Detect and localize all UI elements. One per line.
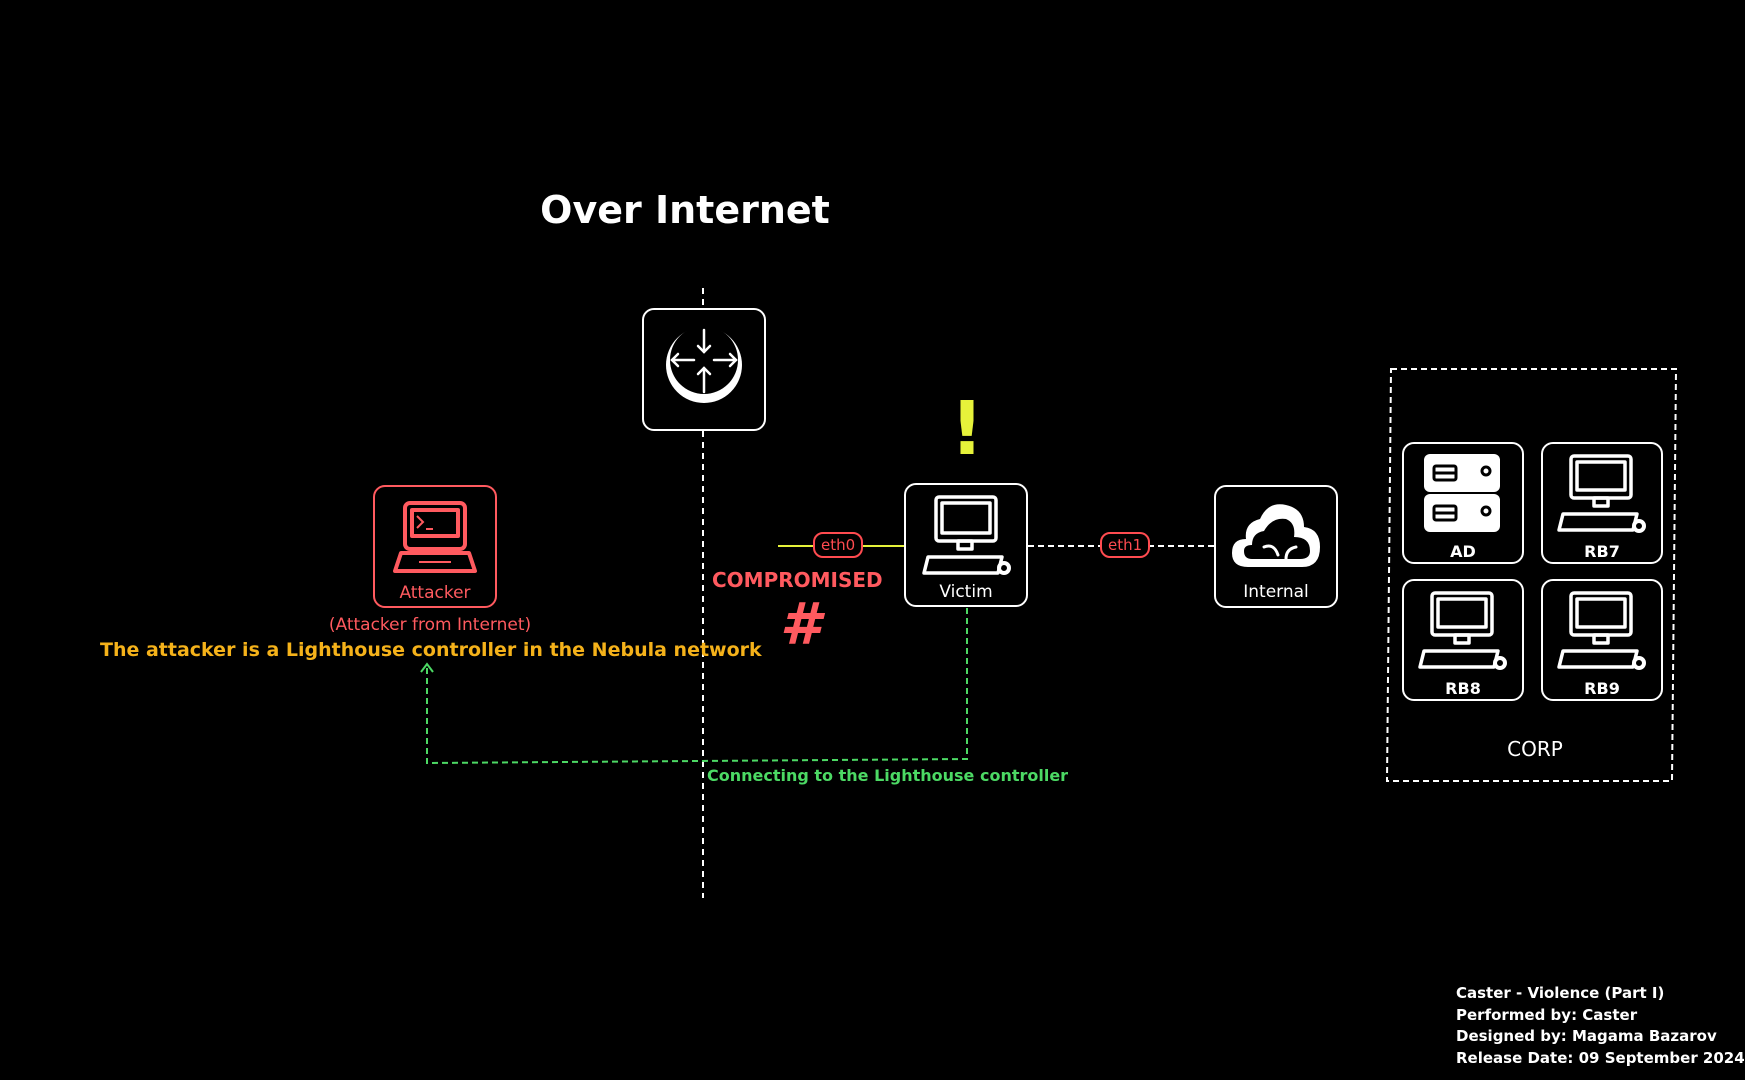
desktop-computer-icon [922, 495, 1011, 575]
diagram-title: Over Internet [540, 188, 830, 232]
corp-host-label: AD [1450, 542, 1476, 561]
lighthouse-connection-path [426, 608, 968, 765]
terminal-laptop-icon [393, 501, 477, 573]
attacker-description: The attacker is a Lighthouse controller … [100, 639, 762, 661]
attacker-label: Attacker [399, 583, 471, 603]
internal-node[interactable]: Internal [1214, 485, 1338, 608]
desktop-computer-icon [1557, 591, 1646, 670]
router-icon [666, 326, 742, 403]
corp-host-label: RB8 [1445, 679, 1481, 698]
corp-host-label: RB7 [1584, 542, 1620, 561]
router-node[interactable] [642, 308, 766, 431]
credits-title: Caster - Violence (Part I) [1456, 984, 1665, 1002]
eth0-interface-badge: eth0 [813, 532, 864, 558]
corp-host-rb8[interactable]: RB8 [1402, 579, 1524, 701]
desktop-computer-icon [1557, 454, 1646, 533]
attacker-sublabel: (Attacker from Internet) [328, 615, 532, 635]
server-icon [1424, 454, 1500, 532]
cloud-icon [1232, 504, 1320, 567]
compromised-label: COMPROMISED [712, 568, 883, 592]
root-prompt-marker: # [779, 590, 821, 658]
corp-label: CORP [1507, 737, 1563, 761]
desktop-computer-icon [1418, 591, 1507, 670]
eth1-interface-badge: eth1 [1100, 532, 1151, 558]
internal-label: Internal [1243, 582, 1309, 602]
alert-marker: ! [950, 386, 984, 472]
lighthouse-arrowhead [420, 662, 434, 673]
credits-designer: Designed by: Magama Bazarov [1456, 1027, 1717, 1045]
credits-block: Caster - Violence (Part I) Performed by:… [1456, 983, 1745, 1069]
corp-host-rb7[interactable]: RB7 [1541, 442, 1663, 564]
corp-host-rb9[interactable]: RB9 [1541, 579, 1663, 701]
corp-host-label: RB9 [1584, 679, 1620, 698]
attacker-node[interactable]: Attacker [373, 485, 497, 608]
lighthouse-connection-label: Connecting to the Lighthouse controller [707, 766, 1069, 785]
corp-host-ad[interactable]: AD [1402, 442, 1524, 564]
victim-label: Victim [939, 582, 993, 602]
corp-boundary [1385, 368, 1678, 782]
victim-node[interactable]: Victim [904, 483, 1028, 607]
credits-performer: Performed by: Caster [1456, 1005, 1638, 1024]
credits-release-date: Release Date: 09 September 2024 [1456, 1048, 1745, 1067]
